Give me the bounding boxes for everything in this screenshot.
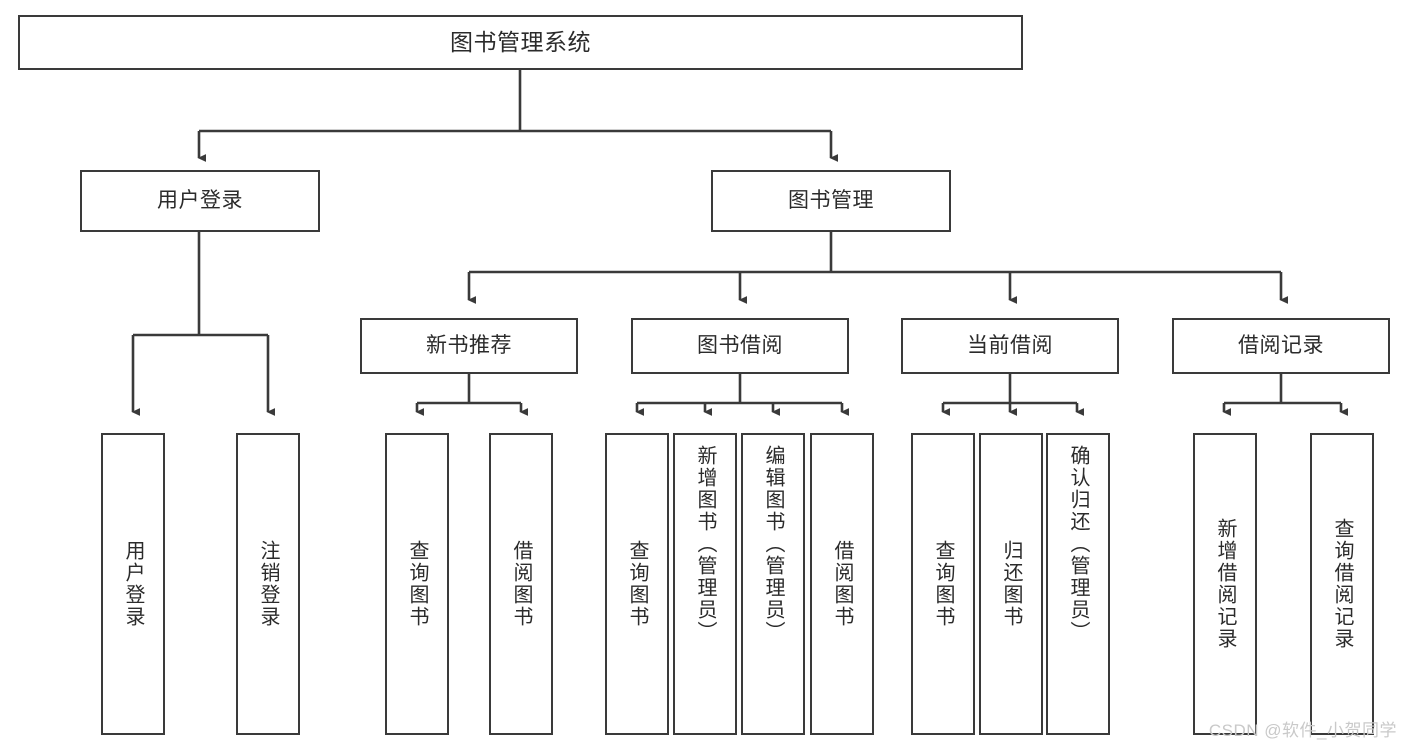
node-leaf-confirm-return-label: 确认归还（管理员） [1067, 445, 1089, 643]
node-leaf-query-book-2[interactable]: 查询图书 [605, 433, 669, 735]
node-leaf-confirm-return[interactable]: 确认归还（管理员） [1046, 433, 1110, 735]
node-book-manage[interactable]: 图书管理 [711, 170, 951, 232]
node-book-manage-label: 图书管理 [788, 188, 874, 212]
node-leaf-query-book-2-label: 查询图书 [626, 540, 648, 628]
node-leaf-user-logout[interactable]: 注销登录 [236, 433, 300, 735]
node-user-login-label: 用户登录 [157, 188, 243, 212]
watermark-text: CSDN @软件_小贺同学 [1208, 721, 1397, 740]
node-leaf-borrow-book-1-label: 借阅图书 [510, 540, 532, 628]
node-leaf-borrow-book-2[interactable]: 借阅图书 [810, 433, 874, 735]
node-book-borrow[interactable]: 图书借阅 [631, 318, 849, 374]
node-leaf-user-login[interactable]: 用户登录 [101, 433, 165, 735]
node-root[interactable]: 图书管理系统 [18, 15, 1023, 70]
node-leaf-user-login-label: 用户登录 [122, 540, 144, 628]
node-root-label: 图书管理系统 [450, 28, 591, 55]
node-leaf-return-book-label: 归还图书 [1000, 540, 1022, 628]
node-borrow-record-label: 借阅记录 [1238, 333, 1324, 357]
node-leaf-query-book-3-label: 查询图书 [932, 540, 954, 628]
node-leaf-user-logout-label: 注销登录 [257, 540, 279, 628]
node-leaf-borrow-book-2-label: 借阅图书 [831, 540, 853, 628]
node-current-borrow-label: 当前借阅 [967, 333, 1053, 357]
node-book-borrow-label: 图书借阅 [697, 333, 783, 357]
node-leaf-edit-book[interactable]: 编辑图书（管理员） [741, 433, 805, 735]
node-leaf-query-record-label: 查询借阅记录 [1331, 518, 1353, 650]
node-borrow-record[interactable]: 借阅记录 [1172, 318, 1390, 374]
node-leaf-return-book[interactable]: 归还图书 [979, 433, 1043, 735]
node-leaf-borrow-book-1[interactable]: 借阅图书 [489, 433, 553, 735]
node-new-book-recommend[interactable]: 新书推荐 [360, 318, 578, 374]
node-leaf-add-record[interactable]: 新增借阅记录 [1193, 433, 1257, 735]
node-leaf-query-record[interactable]: 查询借阅记录 [1310, 433, 1374, 735]
node-current-borrow[interactable]: 当前借阅 [901, 318, 1119, 374]
node-user-login[interactable]: 用户登录 [80, 170, 320, 232]
node-leaf-add-book-label: 新增图书（管理员） [694, 445, 716, 643]
node-leaf-add-book[interactable]: 新增图书（管理员） [673, 433, 737, 735]
node-new-book-recommend-label: 新书推荐 [426, 333, 512, 357]
node-leaf-query-book-1-label: 查询图书 [406, 540, 428, 628]
node-leaf-query-book-3[interactable]: 查询图书 [911, 433, 975, 735]
node-leaf-query-book-1[interactable]: 查询图书 [385, 433, 449, 735]
node-leaf-edit-book-label: 编辑图书（管理员） [762, 445, 784, 643]
node-leaf-add-record-label: 新增借阅记录 [1214, 518, 1236, 650]
